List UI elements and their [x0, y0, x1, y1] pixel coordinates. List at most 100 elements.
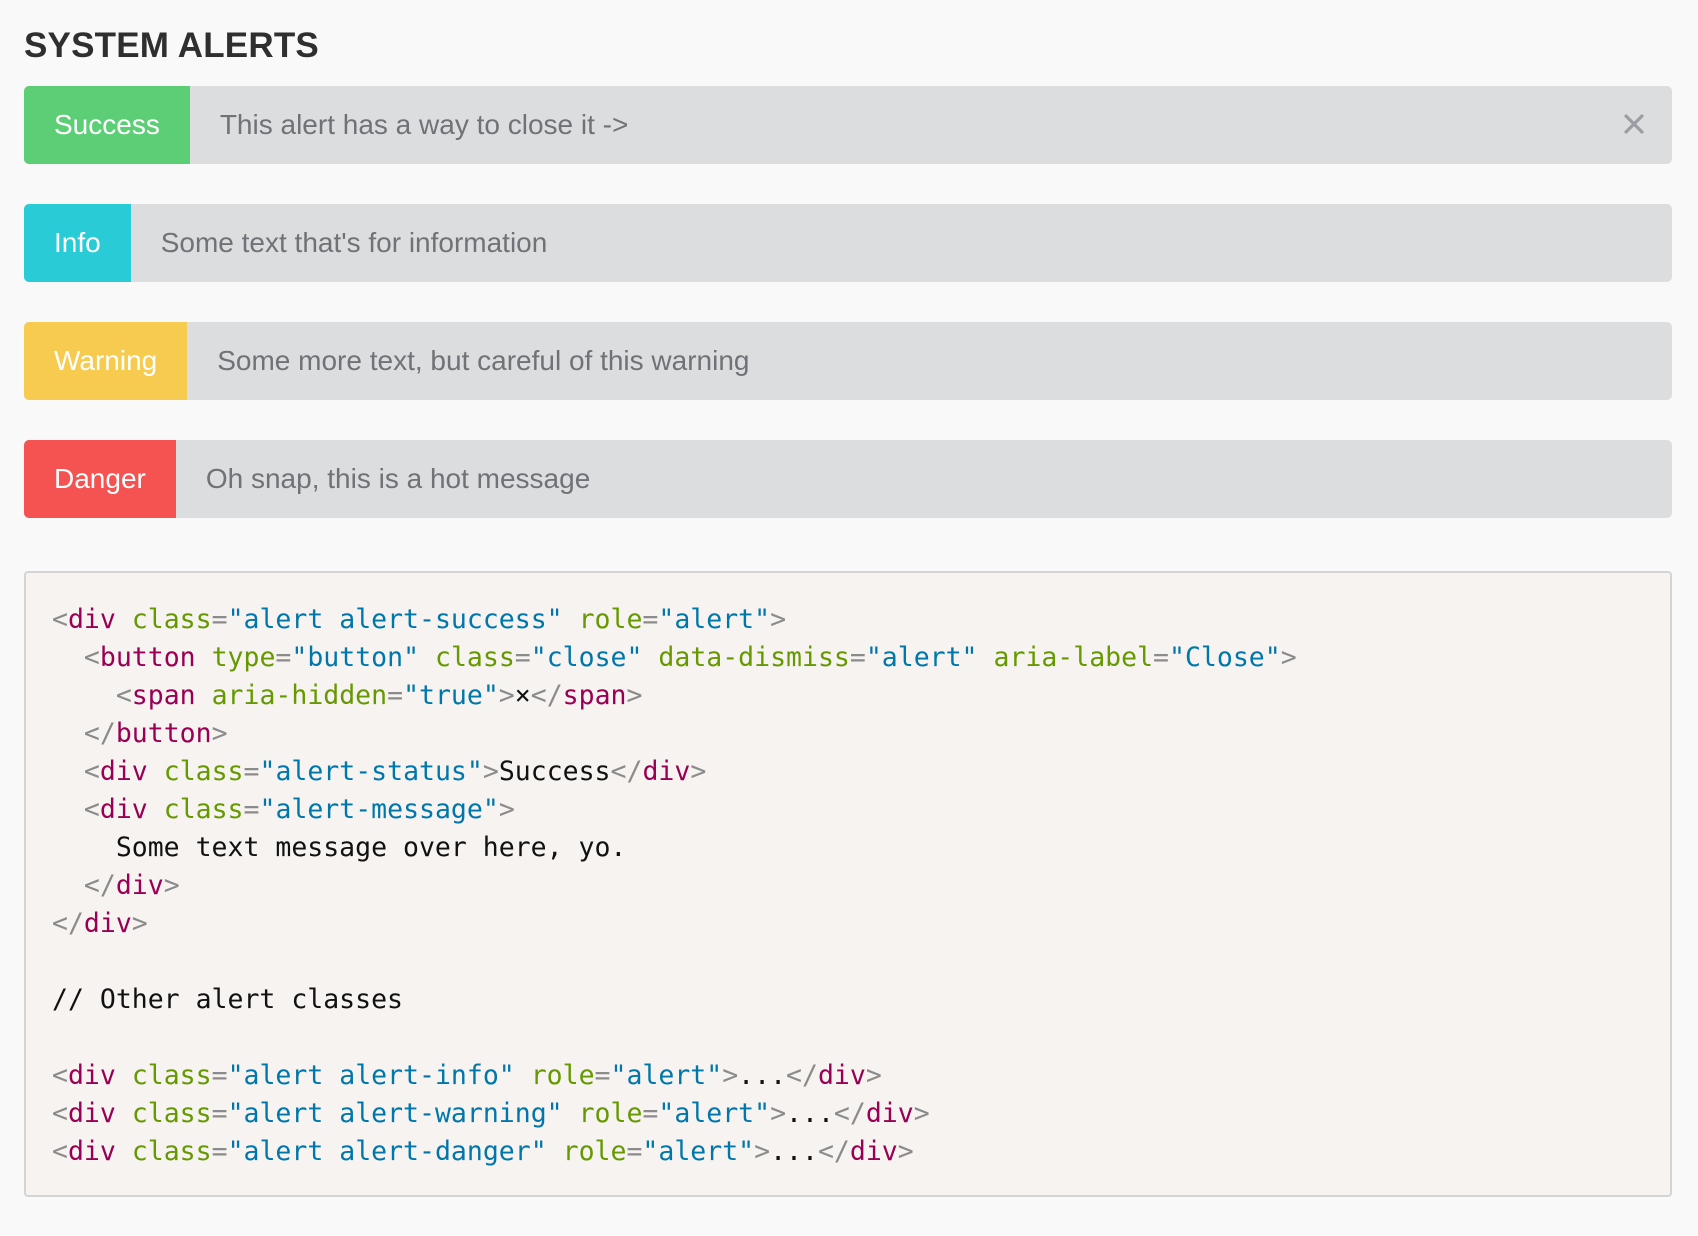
- code-token: "alert alert-success": [227, 604, 563, 635]
- code-token: <: [52, 604, 68, 635]
- code-token: aria-label: [993, 642, 1154, 673]
- close-button[interactable]: [1616, 107, 1652, 143]
- alert-message-warning: Some more text, but careful of this warn…: [217, 345, 750, 376]
- code-token: =: [387, 680, 404, 711]
- alert-status-info: Info: [24, 204, 131, 282]
- code-line: <div class="alert alert-success" role="a…: [52, 601, 1670, 639]
- code-token: =: [514, 642, 531, 673]
- code-token: =: [275, 642, 292, 673]
- code-token: "button": [291, 642, 420, 673]
- alert-warning: Warning Some more text, but careful of t…: [24, 322, 1672, 400]
- code-token: button: [99, 642, 196, 673]
- code-token: [52, 718, 84, 749]
- code-line: <button type="button" class="close" data…: [52, 639, 1670, 677]
- code-token: =: [243, 756, 260, 787]
- code-token: ...: [786, 1098, 834, 1129]
- code-token: >: [211, 718, 228, 749]
- code-token: >: [690, 756, 707, 787]
- code-token: // Other alert classes: [52, 984, 403, 1015]
- code-token: div: [115, 870, 164, 901]
- code-token: [563, 1098, 579, 1129]
- code-token: [148, 756, 164, 787]
- code-token: role: [562, 1136, 627, 1167]
- alert-message-info: Some text that's for information: [160, 227, 548, 258]
- code-token: >: [482, 756, 499, 787]
- code-token: </: [817, 1136, 850, 1167]
- code-token: class: [435, 642, 515, 673]
- code-token: "alert": [610, 1060, 723, 1091]
- code-token: =: [626, 1136, 643, 1167]
- code-token: class: [131, 1060, 212, 1091]
- code-token: "true": [403, 680, 499, 711]
- code-token: >: [897, 1136, 914, 1167]
- code-token: </: [83, 870, 116, 901]
- code-token: [52, 870, 84, 901]
- code-token: class: [163, 756, 244, 787]
- code-token: </: [610, 756, 643, 787]
- code-token: </: [530, 680, 563, 711]
- code-token: >: [754, 1136, 771, 1167]
- code-token: >: [498, 680, 515, 711]
- alert-message-success: This alert has a way to close it ->: [219, 109, 629, 140]
- code-token: >: [722, 1060, 739, 1091]
- code-token: [196, 642, 212, 673]
- code-token: =: [594, 1060, 611, 1091]
- code-token: [515, 1060, 531, 1091]
- code-token: ×: [514, 680, 531, 711]
- code-token: >: [131, 908, 148, 939]
- code-token: =: [211, 1136, 228, 1167]
- code-token: type: [211, 642, 276, 673]
- code-line: <div class="alert alert-info" role="aler…: [52, 1057, 1670, 1095]
- code-token: >: [626, 680, 643, 711]
- code-token: >: [163, 870, 180, 901]
- code-token: =: [642, 604, 659, 635]
- code-token: >: [770, 604, 787, 635]
- code-token: Some text message over here, yo.: [52, 832, 627, 863]
- code-line: </div>: [52, 905, 1670, 943]
- code-token: div: [817, 1060, 866, 1091]
- code-token: [196, 680, 212, 711]
- code-token: data-dismiss: [658, 642, 850, 673]
- alert-message-danger: Oh snap, this is a hot message: [205, 463, 591, 494]
- code-token: div: [67, 1136, 116, 1167]
- code-token: span: [131, 680, 196, 711]
- code-line: <div class="alert alert-danger" role="al…: [52, 1133, 1670, 1171]
- code-token: "alert-status": [259, 756, 483, 787]
- code-token: <: [83, 794, 100, 825]
- code-token: "Close": [1169, 642, 1281, 673]
- code-token: >: [1280, 642, 1297, 673]
- code-token: >: [770, 1098, 787, 1129]
- code-token: </: [786, 1060, 818, 1091]
- code-line: </button>: [52, 715, 1670, 753]
- code-sample: <div class="alert alert-success" role="a…: [52, 601, 1670, 1171]
- code-token: div: [67, 604, 116, 635]
- alert-success: Success This alert has a way to close it…: [24, 86, 1672, 164]
- code-line: // Other alert classes: [52, 981, 1670, 1019]
- code-token: </: [52, 908, 84, 939]
- code-sample-box: <div class="alert alert-success" role="a…: [24, 571, 1672, 1197]
- code-token: [116, 604, 132, 635]
- code-token: div: [642, 756, 691, 787]
- code-token: role: [530, 1060, 595, 1091]
- code-token: [52, 680, 116, 711]
- code-token: div: [865, 1098, 914, 1129]
- code-token: ...: [738, 1060, 787, 1091]
- code-token: [978, 642, 994, 673]
- code-token: "alert": [865, 642, 978, 673]
- code-token: [116, 1098, 132, 1129]
- code-token: div: [849, 1136, 898, 1167]
- code-token: >: [865, 1060, 882, 1091]
- code-token: class: [163, 794, 244, 825]
- code-token: "close": [530, 642, 643, 673]
- code-token: <: [52, 1098, 68, 1129]
- code-token: role: [578, 1098, 643, 1129]
- code-token: class: [131, 1136, 212, 1167]
- code-token: div: [67, 1098, 116, 1129]
- code-token: "alert": [658, 604, 771, 635]
- code-token: class: [131, 1098, 212, 1129]
- code-token: =: [211, 1060, 228, 1091]
- code-token: "alert alert-warning": [227, 1098, 563, 1129]
- code-token: </: [833, 1098, 866, 1129]
- code-token: button: [115, 718, 212, 749]
